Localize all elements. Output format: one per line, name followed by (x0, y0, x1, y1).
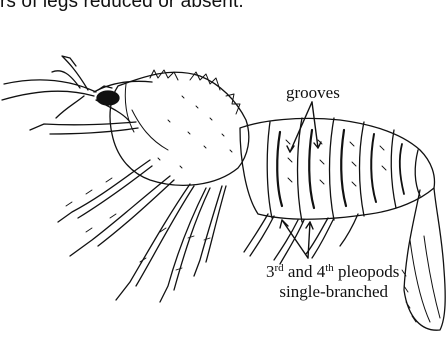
pleopods-label-tail: pleopods (334, 262, 400, 281)
pleopods (244, 214, 358, 264)
tail-fan (402, 188, 445, 330)
carapace (110, 70, 249, 185)
pleopods-label-and: and 4 (284, 262, 326, 281)
head-rostrum (94, 81, 152, 122)
antennae (2, 56, 96, 118)
pleopods-label: 3rd and 4th pleopods single-branched (266, 262, 399, 302)
eye (97, 91, 119, 105)
pleopods-label-n3: 3 (266, 262, 275, 281)
walking-legs (30, 122, 226, 302)
pleopods-pointers (280, 220, 313, 258)
pleopods-label-sup3: rd (275, 262, 284, 274)
pleopods-label-line2: single-branched (268, 282, 399, 302)
grooves-pointers (287, 102, 321, 152)
pleopods-label-sup4: th (325, 262, 334, 274)
abdomen (240, 118, 434, 222)
grooves-label: grooves (286, 83, 340, 103)
